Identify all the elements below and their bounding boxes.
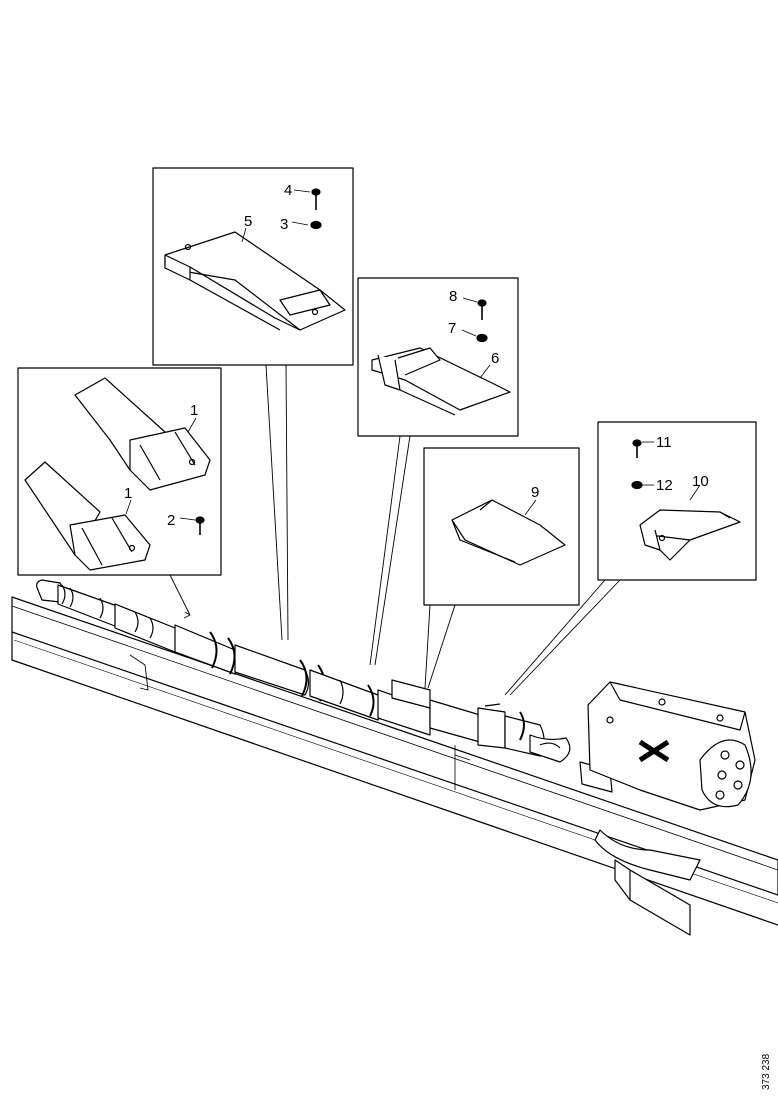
heat-shield-1-lower-drawing — [24, 461, 151, 571]
detail-box-heat-shield-9 — [423, 447, 580, 606]
heat-shield-10-drawing — [639, 509, 741, 561]
callout-12: 12 — [656, 477, 673, 494]
callout-6: 6 — [491, 350, 499, 367]
callout-11: 11 — [656, 434, 672, 451]
callout-5: 5 — [244, 213, 252, 230]
callout-4: 4 — [284, 182, 292, 199]
detail-box-heat-shield-5 — [152, 167, 354, 366]
callout-10: 10 — [692, 473, 709, 490]
washer-7-icon — [476, 333, 488, 343]
screw-2-icon — [195, 516, 205, 535]
detail-box-heat-shield-6 — [357, 277, 519, 437]
bolt-4-icon — [311, 188, 321, 210]
reference-number: 373 238 — [761, 1053, 772, 1090]
muffler-silencer — [587, 681, 756, 936]
exhaust-pipe-assembly — [36, 579, 613, 793]
callout-3: 3 — [280, 216, 288, 233]
callout-labels: 1 1 2 3 4 5 6 7 8 9 10 11 12 — [124, 182, 709, 529]
bolt-8-icon — [477, 299, 487, 320]
washer-3-icon — [310, 220, 322, 230]
detail-box-heat-shield-10 — [597, 421, 757, 581]
detail-box-heat-shield-1 — [17, 367, 222, 576]
leader-lines — [169, 364, 621, 696]
bolt-11-icon — [632, 439, 642, 458]
callout-9: 9 — [531, 484, 539, 501]
callout-1-upper: 1 — [190, 402, 198, 419]
heat-shield-6-drawing — [371, 347, 511, 416]
heat-shield-9-drawing — [451, 499, 566, 566]
heat-shield-1-upper-drawing — [74, 377, 211, 491]
callout-7: 7 — [448, 320, 456, 337]
callout-1-lower: 1 — [124, 485, 132, 502]
washer-12-icon — [631, 480, 643, 490]
callout-2: 2 — [167, 512, 175, 529]
callout-8: 8 — [449, 288, 457, 305]
heat-shield-5-drawing — [164, 231, 346, 331]
